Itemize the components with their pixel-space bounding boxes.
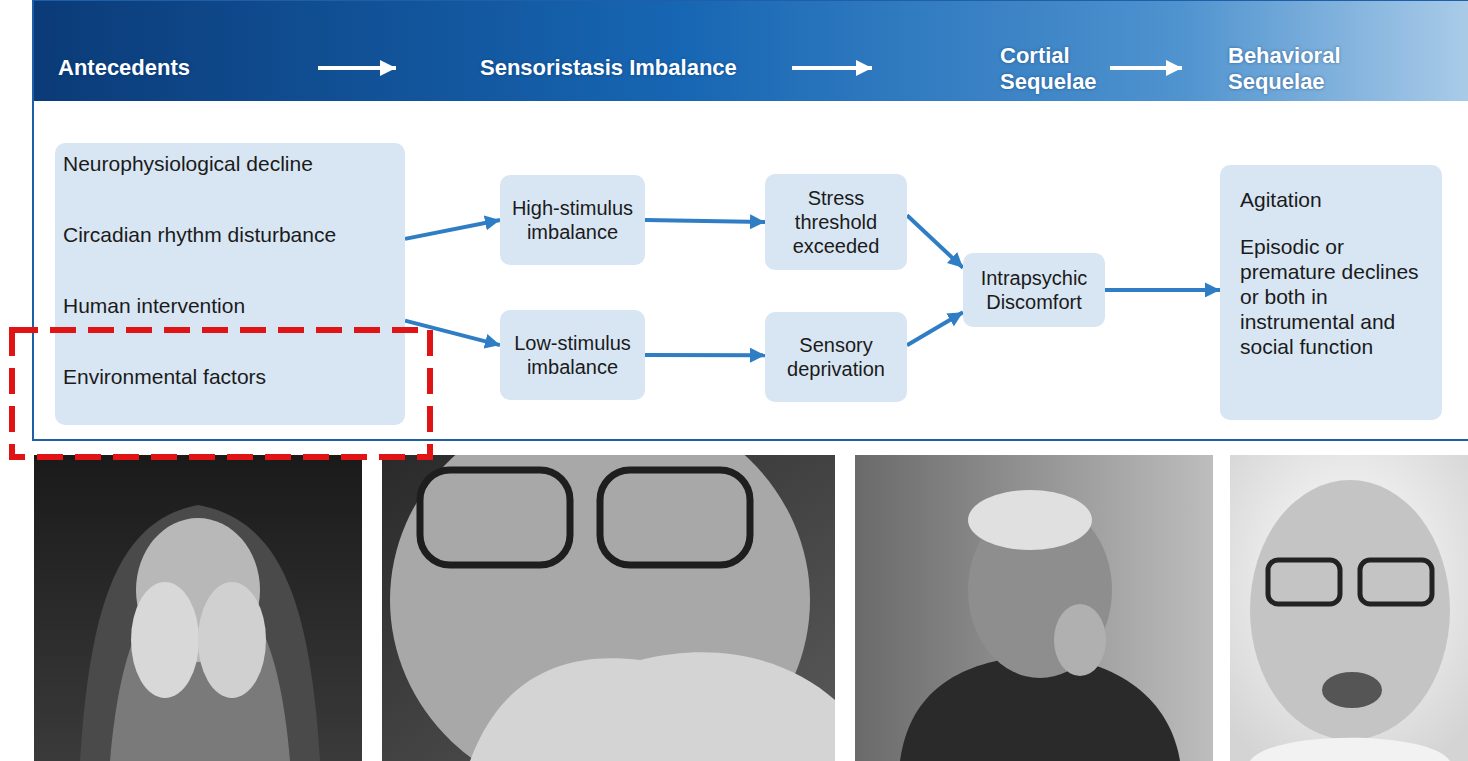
box-body-text: Circadian rhythm disturbance [63,222,336,247]
flow-arrow [405,321,500,345]
flow-arrow [645,220,765,222]
hand [470,652,835,761]
highlight-dashed-box [12,330,430,457]
antecedents-box: Neurophysiological declineCircadian rhyt… [55,143,405,425]
glasses [1268,560,1340,604]
box-body-text: Human intervention [63,293,245,318]
flow-arrow [405,220,500,239]
header-arrow [1110,66,1182,70]
outer-frame [33,0,1468,440]
hand [1054,604,1106,676]
stage-heading: Cortial Sequelae [1000,43,1104,95]
header-arrow [318,66,396,70]
box-body-text: Environmental factors [63,364,266,389]
process-box: Sensory deprivation [765,312,907,402]
process-box: Intrapsychic Discomfort [963,253,1105,327]
header-arrow [792,66,872,70]
stage-heading: Antecedents [58,55,190,81]
hand [198,582,266,698]
photo-hooded-woman [34,455,362,761]
glasses [420,470,570,565]
flow-arrow [907,215,963,268]
head [1250,480,1450,740]
photo-ground [855,455,1213,761]
photo-ground [1230,455,1468,761]
box-text: High-stimulus imbalance [506,196,639,244]
box-text: Neurophysiological decline [63,151,313,176]
process-box: Low-stimulus imbalance [500,310,645,400]
photo-man-glasses [382,455,835,761]
glasses [1360,560,1432,604]
process-box: High-stimulus imbalance [500,175,645,265]
flow-arrow [645,353,765,357]
photo-ground [34,455,362,761]
box-text: Low-stimulus imbalance [506,331,639,379]
flow-arrow [907,312,963,345]
process-box: Stress threshold exceeded [765,174,907,270]
header-band [34,1,1468,101]
box-text: Sensory deprivation [771,333,901,381]
stage-heading: Sensoristasis Imbalance [480,55,737,81]
flow-arrow [1105,288,1220,292]
mouth [1322,672,1382,708]
glasses [600,470,750,565]
box-text: Stress threshold exceeded [771,186,901,258]
hand [131,582,199,698]
hair [968,490,1092,550]
box-body-text: Episodic or premature declines or both i… [1240,234,1428,359]
photo-man-funny-face [1230,455,1468,761]
photo-man-profile [855,455,1213,761]
hood [80,505,320,761]
box-text: Agitation [1240,187,1322,212]
stage-heading: Behavioral Sequelae [1228,43,1356,95]
outcome-box: AgitationEpisodic or premature declines … [1220,165,1442,420]
shirt [1250,738,1450,761]
box-text: Intrapsychic Discomfort [969,266,1099,314]
